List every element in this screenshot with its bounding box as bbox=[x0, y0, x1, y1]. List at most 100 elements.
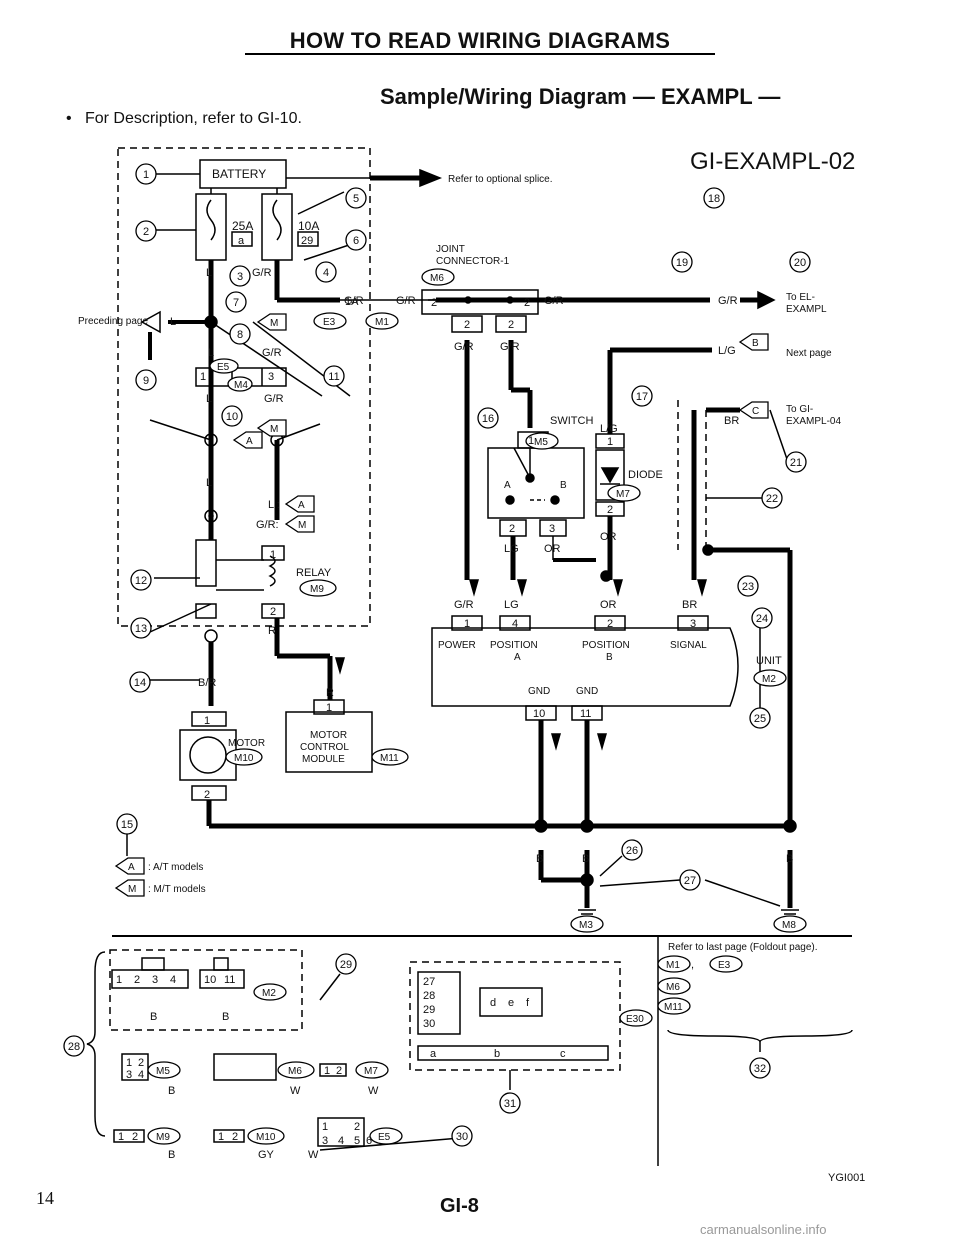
conn-e3-1: E3 bbox=[323, 317, 336, 328]
pin-unit-3: 3 bbox=[690, 618, 696, 630]
callout-circle-25 bbox=[749, 707, 771, 729]
pin-joint-2a: 2 bbox=[431, 297, 437, 309]
wire-l-colon: L : bbox=[268, 499, 280, 511]
callout-number-5: 5 bbox=[353, 193, 359, 205]
wire-l-4: L bbox=[206, 393, 212, 405]
legend-e5-pin-5: 5 bbox=[354, 1135, 360, 1147]
pin-diode-1: 1 bbox=[607, 436, 613, 448]
legend-pin-4: 4 bbox=[170, 974, 176, 986]
battery-label: BATTERY bbox=[212, 167, 266, 181]
callout-number-29: 29 bbox=[340, 959, 352, 971]
at-models-label: : A/T models bbox=[148, 862, 203, 873]
wire-ug-2: L/G bbox=[600, 423, 618, 435]
callout-circle-17 bbox=[631, 385, 653, 407]
fuse-25a-label: 25A bbox=[232, 219, 253, 233]
conn-m2-2: M2 bbox=[262, 988, 276, 999]
wire-gr-9: G/R bbox=[500, 341, 520, 353]
callout-circle-4 bbox=[315, 261, 337, 283]
option-a-tag-legend: A bbox=[298, 500, 305, 511]
wire-gr-3: G/R bbox=[396, 295, 416, 307]
legend-e5-pin-6: 6 bbox=[366, 1135, 372, 1147]
wire-b-2: B bbox=[582, 853, 589, 865]
unit-position-b-line1: POSITION bbox=[582, 640, 630, 651]
to-gi-line1: To GI- bbox=[786, 404, 813, 415]
conn-m11-1: M11 bbox=[380, 753, 399, 764]
pin-c: c bbox=[560, 1048, 566, 1060]
fuse-29-label: 29 bbox=[301, 235, 313, 247]
pin-d: d bbox=[490, 997, 496, 1009]
pin-e: e bbox=[508, 997, 514, 1009]
pin-switch-3: 3 bbox=[549, 523, 555, 535]
callout-number-12: 12 bbox=[135, 575, 147, 587]
legend-wire-b-4: B bbox=[168, 1149, 175, 1161]
callout-circle-26 bbox=[621, 839, 643, 861]
pin-b: b bbox=[494, 1048, 500, 1060]
wire-lg-2: LG bbox=[504, 599, 519, 611]
callout-number-14: 14 bbox=[134, 677, 146, 689]
legend-e5-pin-4: 4 bbox=[338, 1135, 344, 1147]
callout-circle-7 bbox=[225, 291, 247, 313]
legend-wire-w-2: W bbox=[368, 1085, 379, 1097]
pin-relay-bottom: 2 bbox=[270, 606, 276, 618]
legend-m9-pin-1: 1 bbox=[118, 1131, 124, 1143]
to-gi-line2: EXAMPL-04 bbox=[786, 416, 841, 427]
conn-m7-2: M7 bbox=[364, 1066, 378, 1077]
pin-switch-1: 1 bbox=[528, 435, 534, 447]
wire-br: B/R bbox=[198, 677, 216, 689]
callout-circle-12 bbox=[130, 569, 152, 591]
callout-circle-24 bbox=[751, 607, 773, 629]
callout-number-10: 10 bbox=[226, 411, 238, 423]
conn-m10-2: M10 bbox=[256, 1132, 276, 1143]
wire-gr-4: G/R bbox=[544, 295, 564, 307]
wire-or-1: OR bbox=[544, 543, 561, 555]
conn-m10-1: M10 bbox=[234, 753, 254, 764]
pin-switch-2: 2 bbox=[509, 523, 515, 535]
legend-pin-2: 2 bbox=[134, 974, 140, 986]
callout-circle-15 bbox=[116, 813, 138, 835]
wire-b-3: B bbox=[786, 853, 793, 865]
callout-circle-22 bbox=[761, 487, 783, 509]
wire-b-1: B bbox=[536, 853, 543, 865]
pin-joint-2b: 2 bbox=[524, 297, 530, 309]
motor-control-line1: MOTOR bbox=[310, 730, 347, 741]
legend-pin-1: 1 bbox=[116, 974, 122, 986]
conn-m5-2: M5 bbox=[156, 1066, 170, 1077]
to-el-line1: To EL- bbox=[786, 292, 815, 303]
pin-relay-top: 1 bbox=[270, 549, 276, 561]
fuse-10a-label: 10A bbox=[298, 219, 319, 233]
callout-number-17: 17 bbox=[636, 391, 648, 403]
callout-number-2: 2 bbox=[143, 226, 149, 238]
conn-e5-2: E5 bbox=[378, 1132, 391, 1143]
wire-l-1: L bbox=[206, 267, 212, 279]
wire-gr-2: G/R bbox=[344, 295, 364, 307]
wire-l-2: L bbox=[170, 316, 176, 328]
callout-circle-6 bbox=[345, 229, 367, 251]
diagram-subtitle: Sample/Wiring Diagram — EXAMPL — bbox=[380, 84, 781, 109]
next-page-tag-b: B bbox=[752, 338, 759, 349]
legend-wire-gy: GY bbox=[258, 1149, 275, 1161]
motor-label: MOTOR bbox=[228, 738, 265, 749]
pin-module-1: 1 bbox=[326, 702, 332, 714]
callout-circle-5 bbox=[345, 187, 367, 209]
page-code: GI-8 bbox=[440, 1195, 479, 1217]
callout-circle-10 bbox=[221, 405, 243, 427]
legend-e5-pin-1: 1 bbox=[322, 1121, 328, 1133]
option-a-tag: A bbox=[246, 436, 253, 447]
conn-m11-2: M11 bbox=[664, 1002, 683, 1013]
watermark: carmanualsonline.info bbox=[700, 1222, 827, 1237]
preceding-label: Preceding page bbox=[78, 316, 148, 327]
callout-number-28: 28 bbox=[68, 1041, 80, 1053]
callout-circle-28 bbox=[63, 1035, 85, 1057]
legend-m5-pin-1: 1 bbox=[126, 1057, 132, 1069]
unit-signal-label: SIGNAL bbox=[670, 640, 707, 651]
pin-28: 28 bbox=[423, 990, 435, 1002]
next-page-tag-c: C bbox=[752, 406, 759, 417]
joint-connector-line2: CONNECTOR-1 bbox=[436, 256, 510, 267]
callout-number-15: 15 bbox=[121, 819, 133, 831]
conn-e30: E30 bbox=[626, 1014, 644, 1025]
conn-m6-3: M6 bbox=[666, 982, 680, 993]
callout-circle-16 bbox=[477, 407, 499, 429]
conn-e5-1: E5 bbox=[217, 362, 230, 373]
option-m-tag-1: M bbox=[270, 318, 278, 329]
